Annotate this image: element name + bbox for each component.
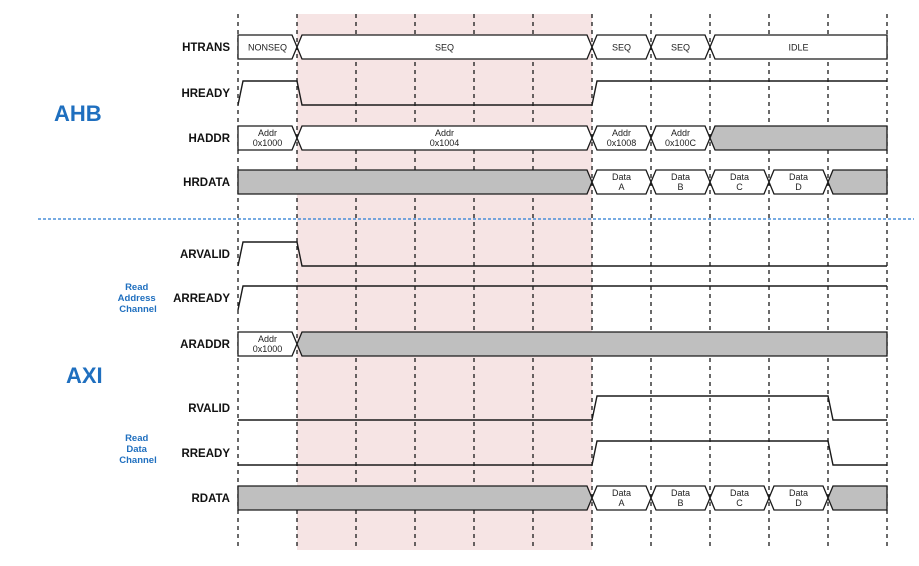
hrdata-segment-1-label-line-0: Data [612, 172, 631, 182]
hrdata-segment-4-label-line-0: Data [789, 172, 808, 182]
signal-label-layer: HTRANS HREADY HADDR HRDATA ARVALID ARREADY ARA… [173, 42, 231, 505]
rvalid-signal-label: RVALID [188, 403, 230, 415]
hrdata-segment-5 [827, 169, 888, 195]
htrans-segment-2-label: SEQ [612, 43, 631, 53]
rready-waveform [238, 440, 887, 466]
haddr-segment-2-label-line-0: Addr [612, 128, 631, 138]
htrans-segment-1-label-line-0: SEQ [435, 43, 454, 53]
hrdata-segment-2-label-line-1: B [677, 182, 683, 192]
haddr-segment-0-label-line-1: 0x1000 [253, 138, 283, 148]
ahb-group-label: AHB [54, 101, 102, 126]
rvalid-waveform [238, 395, 887, 421]
htrans-segment-4-label: IDLE [788, 43, 808, 53]
htrans-segment-0 [237, 34, 298, 60]
arvalid-signal-label: ARVALID [180, 249, 230, 261]
araddr-segment-1 [296, 331, 888, 357]
htrans-segment-0-label: NONSEQ [248, 43, 287, 53]
haddr-segment-3-label-line-1: 0x100C [665, 138, 697, 148]
rdata-segment-4-label-line-1: D [795, 498, 802, 508]
rdata-segment-2-label-line-1: B [677, 498, 683, 508]
htrans-segment-3-label-line-0: SEQ [671, 43, 690, 53]
htrans-segment-0-label-line-0: NONSEQ [248, 43, 287, 53]
haddr-segment-4 [709, 125, 888, 151]
read-data-channel-label: Read Data Channel [119, 433, 156, 466]
hrdata-segment-2-label-line-0: Data [671, 172, 690, 182]
rdata-segment-3-label-line-1: C [736, 498, 743, 508]
htrans-segment-2-label-line-0: SEQ [612, 43, 631, 53]
hready-signal-label: HREADY [181, 88, 230, 100]
rdata-segment-3-label-line-0: Data [730, 488, 749, 498]
wait-state-highlight-layer [297, 14, 592, 550]
hready-waveform [237, 80, 887, 106]
axi-group-label: AXI [66, 363, 103, 388]
haddr-signal-label: HADDR [188, 133, 230, 145]
araddr-segment-0 [237, 331, 298, 357]
htrans-segment-3-label: SEQ [671, 43, 690, 53]
haddr-segment-0 [237, 125, 298, 151]
rdata-segment-0 [237, 485, 593, 511]
araddr-segment-0-label-line-1: 0x1000 [253, 344, 283, 354]
hrdata-segment-3-label-line-0: Data [730, 172, 749, 182]
htrans-segment-1-label: SEQ [435, 43, 454, 53]
arready-signal-label: ARREADY [173, 293, 230, 305]
rdata-signal-label: RDATA [191, 493, 230, 505]
arvalid-waveform [237, 241, 887, 267]
rdata-segment-4-label-line-0: Data [789, 488, 808, 498]
haddr-segment-0-label-line-0: Addr [258, 128, 277, 138]
rdata-segment-1-label-line-1: A [618, 498, 624, 508]
arready-waveform [237, 285, 887, 311]
rdata-segment-5 [827, 485, 888, 511]
hrdata-segment-0 [237, 169, 593, 195]
htrans-segment-4-label-line-0: IDLE [788, 43, 808, 53]
htrans-segment-4 [709, 34, 888, 60]
haddr-segment-1-label-line-0: Addr [435, 128, 454, 138]
haddr-segment-1-label-line-1: 0x1004 [430, 138, 460, 148]
rdata-segment-1-label-line-0: Data [612, 488, 631, 498]
hrdata-signal-label: HRDATA [183, 177, 230, 189]
hrdata-segment-4-label-line-1: D [795, 182, 802, 192]
araddr-segment-0-label-line-0: Addr [258, 334, 277, 344]
hrdata-segment-1-label-line-1: A [618, 182, 624, 192]
rdata-segment-2-label-line-0: Data [671, 488, 690, 498]
haddr-segment-3-label-line-0: Addr [671, 128, 690, 138]
hrdata-segment-3-label-line-1: C [736, 182, 743, 192]
wait-state-band [297, 14, 592, 550]
haddr-segment-2-label-line-1: 0x1008 [607, 138, 637, 148]
htrans-signal-label: HTRANS [182, 42, 230, 54]
read-address-channel-label: Read Address Channel [118, 282, 159, 315]
rready-signal-label: RREADY [181, 448, 230, 460]
araddr-signal-label: ARADDR [180, 339, 231, 351]
